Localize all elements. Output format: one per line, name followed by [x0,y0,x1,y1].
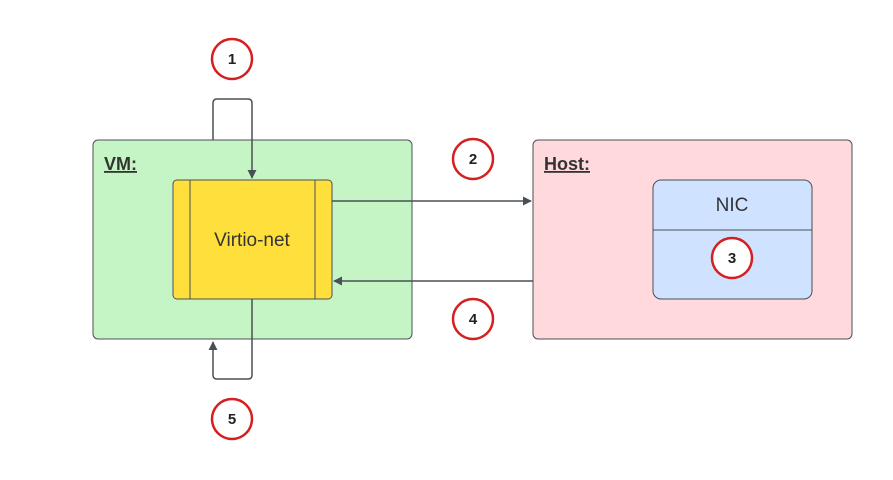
arrow-step-5 [208,299,253,380]
nic-label: NIC [716,195,749,216]
virtio-net-label: Virtio-net [214,230,290,251]
step-marker-1-label: 1 [228,51,236,68]
step-marker-4-label: 4 [469,311,478,328]
step-marker-5: 5 [210,397,254,441]
arrow-step-1 [212,98,257,179]
vm-label: VM: [104,154,137,174]
virtio-net-block: Virtio-net [172,179,333,300]
step-marker-2-label: 2 [469,151,477,168]
step-marker-3-label: 3 [728,250,736,267]
step-marker-1: 1 [210,37,254,81]
step-marker-3: 3 [710,236,754,280]
step-marker-4: 4 [451,297,495,341]
step-marker-2: 2 [451,137,495,181]
host-label: Host: [544,154,590,174]
step-marker-5-label: 5 [228,411,236,428]
